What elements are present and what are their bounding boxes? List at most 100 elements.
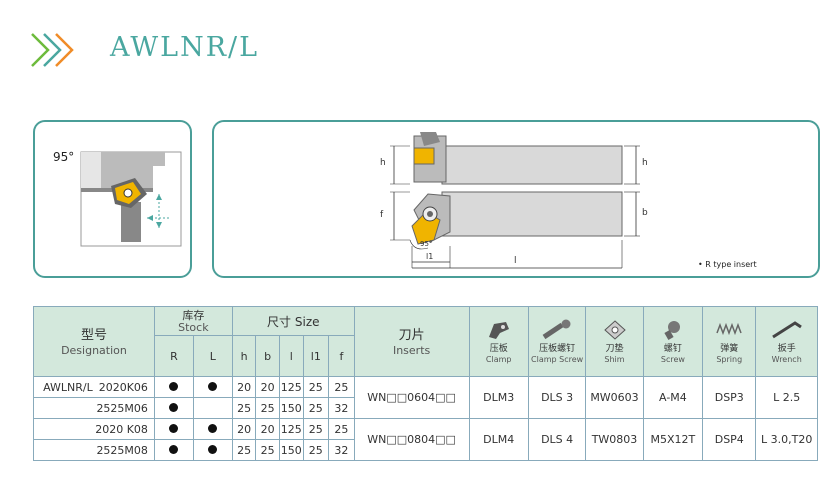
size-l1-header: l1: [302, 335, 330, 377]
size-l1-cell: 25: [302, 397, 330, 419]
insert-cell: WN□□0604□□: [353, 376, 470, 419]
shim-cell: MW0603: [585, 376, 644, 419]
size-b-cell: 25: [255, 439, 280, 461]
stock-r-header: R: [153, 335, 194, 377]
in-stock-dot-icon: [169, 402, 179, 412]
tool-dimension-diagram: h f h b 95° l1 l • R type insert: [212, 120, 820, 278]
size-h-cell: 25: [231, 439, 257, 461]
designation-cell: 2525M08: [33, 439, 155, 461]
chevron-logo-icon: [31, 33, 74, 67]
size-l1-cell: 25: [302, 376, 330, 398]
clamp-screw-header: 压板螺钉 Clamp Screw: [527, 306, 587, 377]
designation-code: 2020 K08: [95, 422, 148, 436]
shim-icon: [603, 319, 626, 340]
wrench-cell: L 3.0,T20: [755, 418, 818, 461]
spring-icon: [716, 322, 742, 335]
size-h-header: h: [231, 335, 257, 377]
designation-cell: AWLNR/L 2020K06: [33, 376, 155, 398]
insert-cell: WN□□0804□□: [353, 418, 470, 461]
screw-header: 螺钉 Screw: [642, 306, 704, 377]
stock-r-cell: [153, 418, 194, 440]
dim-angle: 95°: [420, 240, 433, 248]
size-len-cell: 125: [278, 418, 304, 440]
dim-l1: l1: [426, 252, 434, 261]
stock-l-cell: [192, 418, 233, 440]
in-stock-dot-icon: [169, 444, 179, 454]
approach-sketch: [80, 151, 182, 247]
approach-angle-label: 95°: [53, 150, 75, 164]
designation-prefix: AWLNR/L: [43, 380, 93, 394]
clamp-header: 压板 Clamp: [468, 306, 529, 377]
screw-cell: A-M4: [642, 376, 704, 419]
stock-r-cell: [153, 439, 194, 461]
size-b-cell: 20: [255, 376, 280, 398]
approach-angle-diagram: 95°: [33, 120, 192, 278]
shim-cell: TW0803: [585, 418, 644, 461]
size-l1-cell: 25: [302, 439, 330, 461]
wrench-cell: L 2.5: [755, 376, 818, 419]
wrench-icon: [771, 320, 802, 338]
clamp-cell: DLM4: [468, 418, 529, 461]
in-stock-dot-icon: [208, 381, 218, 391]
clamp-icon: [488, 321, 509, 339]
size-l-header: l: [278, 335, 304, 377]
size-b-cell: 20: [255, 418, 280, 440]
size-h-cell: 20: [231, 376, 257, 398]
spring-cell: DSP3: [702, 376, 757, 419]
stock-l-cell: [192, 376, 233, 398]
size-f-cell: 32: [328, 397, 355, 419]
spec-table: 型号 Designation 库存 Stock 尺寸 Size 刀片 Inser…: [33, 306, 818, 461]
size-f-cell: 25: [328, 376, 355, 398]
stock-l-cell: [192, 397, 233, 419]
size-len-cell: 150: [278, 397, 304, 419]
in-stock-dot-icon: [169, 381, 179, 391]
stock-r-cell: [153, 376, 194, 398]
stock-l-header: L: [192, 335, 233, 377]
size-h-cell: 20: [231, 418, 257, 440]
screw-cell: M5X12T: [642, 418, 704, 461]
size-b-cell: 25: [255, 397, 280, 419]
in-stock-dot-icon: [169, 423, 179, 433]
dim-h-left: h: [380, 158, 386, 168]
size-f-cell: 32: [328, 439, 355, 461]
size-header: 尺寸 Size: [231, 306, 355, 336]
page-title: AWLNR/L: [110, 32, 260, 63]
r-type-note: • R type insert: [698, 260, 757, 269]
designation-code: 2525M06: [96, 401, 148, 415]
screw-icon: [664, 320, 680, 340]
designation-cell: 2525M06: [33, 397, 155, 419]
size-h-cell: 25: [231, 397, 257, 419]
size-f-cell: 25: [328, 418, 355, 440]
stock-r-cell: [153, 397, 194, 419]
clamp-screw-cell: DLS 3: [527, 376, 587, 419]
designation-code: 2020K06: [98, 380, 148, 394]
inserts-header: 刀片 Inserts: [353, 306, 470, 377]
stock-l-cell: [192, 439, 233, 461]
stock-header: 库存 Stock: [153, 306, 233, 336]
size-len-cell: 150: [278, 439, 304, 461]
designation-header: 型号 Designation: [33, 306, 155, 377]
spring-header: 弹簧 Spring: [702, 306, 757, 377]
dim-b-right: b: [642, 208, 648, 218]
designation-cell: 2020 K08: [33, 418, 155, 440]
designation-code: 2525M08: [96, 443, 148, 457]
tool-drawing: [390, 132, 640, 269]
dim-f-left: f: [380, 210, 384, 220]
size-b-header: b: [255, 335, 280, 377]
in-stock-dot-icon: [208, 423, 218, 433]
size-f-header: f: [328, 335, 355, 377]
in-stock-dot-icon: [208, 444, 218, 454]
spring-cell: DSP4: [702, 418, 757, 461]
dim-h-right: h: [642, 158, 648, 168]
shim-header: 刀垫 Shim: [585, 306, 644, 377]
wrench-header: 扳手 Wrench: [755, 306, 818, 377]
size-l1-cell: 25: [302, 418, 330, 440]
size-len-cell: 125: [278, 376, 304, 398]
clamp-screw-cell: DLS 4: [527, 418, 587, 461]
dim-l: l: [514, 256, 517, 266]
clamp-screw-icon: [542, 319, 571, 339]
